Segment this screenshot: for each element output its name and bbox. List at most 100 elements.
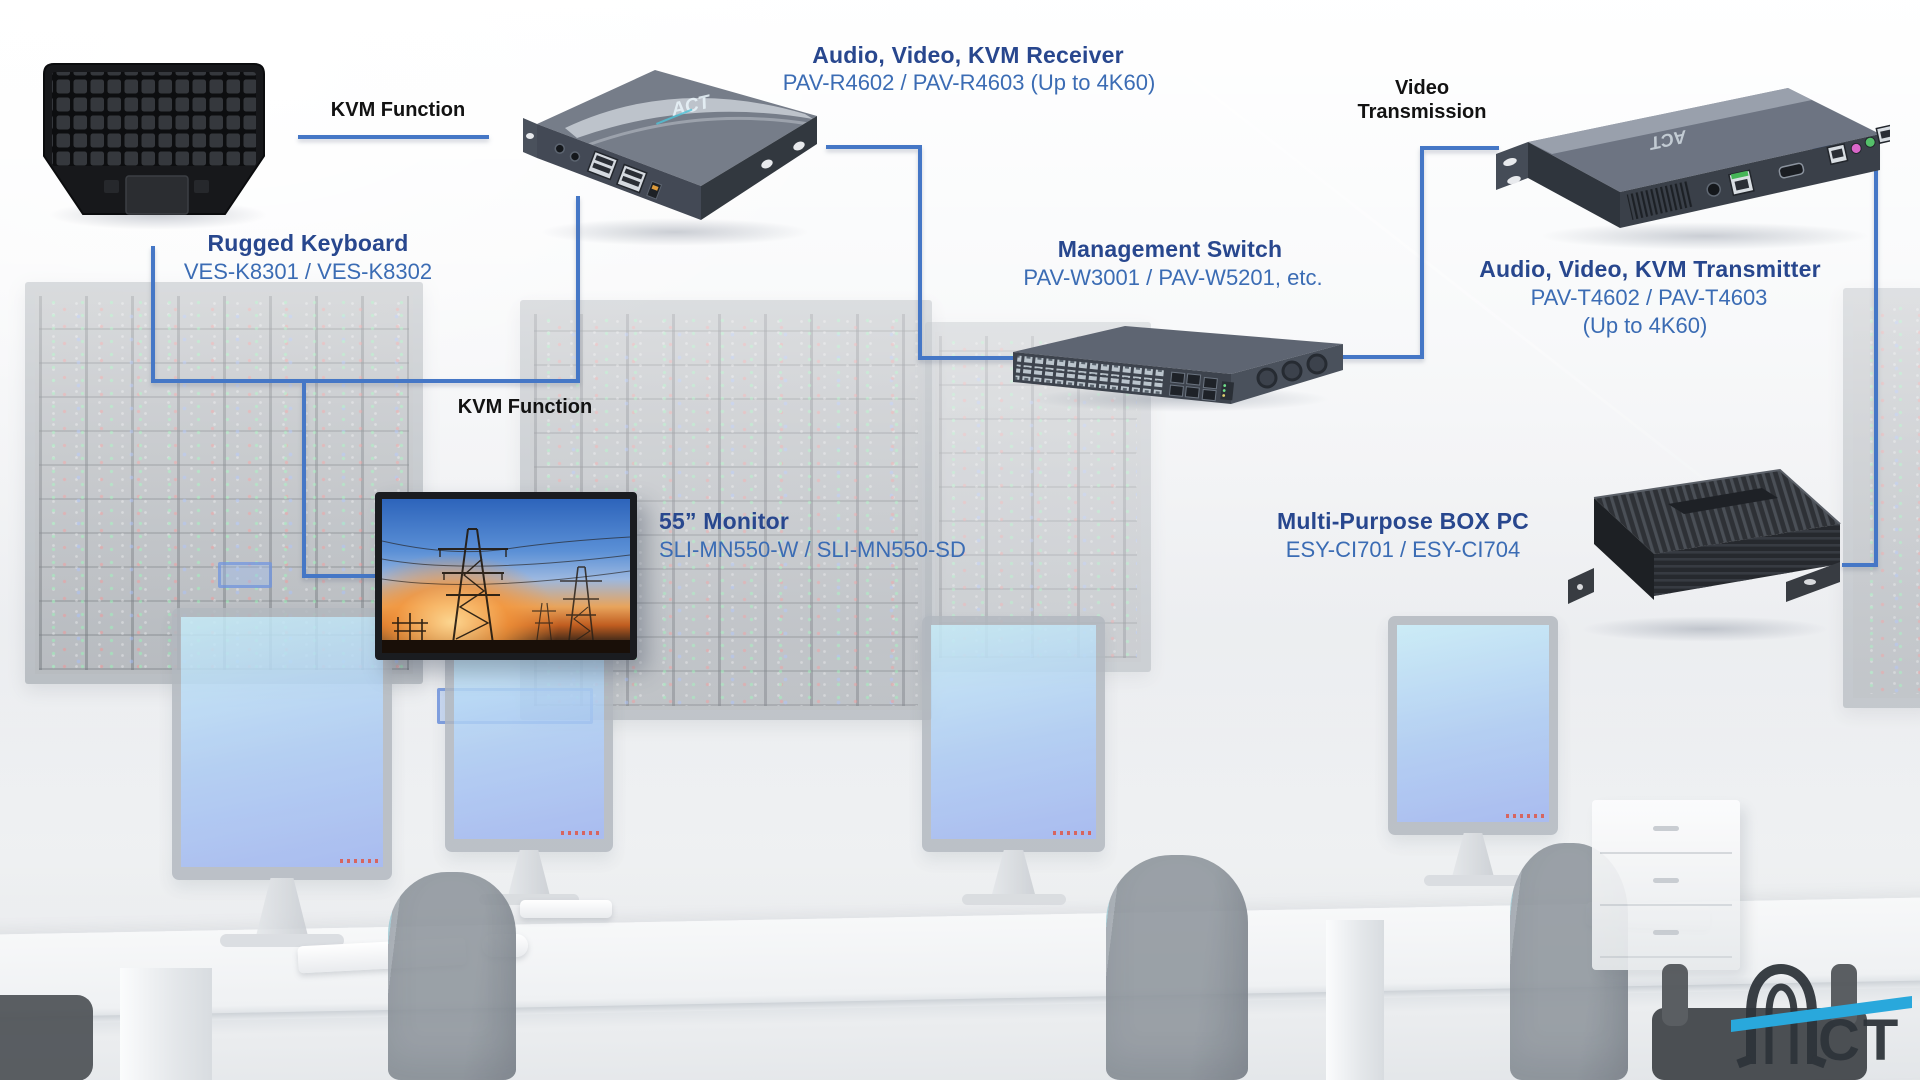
desk-monitor-1 <box>172 608 392 947</box>
trackpad-button-right <box>194 180 209 193</box>
desk-edge <box>0 979 1920 1025</box>
sfp-port <box>1186 373 1202 386</box>
kvm-receiver-title: Audio, Video, KVM Receiver <box>812 42 1124 68</box>
kvm-function-label-bottom: KVM Function <box>457 396 593 418</box>
kvm-transmitter-image: ACT <box>1496 88 1890 228</box>
ethernet-slot <box>1734 178 1750 191</box>
logo-arch-outer <box>1746 963 1817 1064</box>
ethernet-led-bar <box>1730 170 1749 180</box>
power-line <box>382 554 630 567</box>
monitor-55-image <box>375 492 637 660</box>
management-switch-models: PAV-W3001 / PAV-W5201, etc. <box>1023 265 1323 290</box>
screw-hole <box>1577 584 1583 590</box>
office-chair-dark <box>1652 964 1867 1080</box>
boxpc-front-fins <box>1654 524 1840 596</box>
usb-slot <box>621 175 641 187</box>
tower3 <box>532 602 556 648</box>
box-pc-models: ESY-CI701 / ESY-CI704 <box>1285 537 1521 562</box>
receiver-logo-swoosh <box>655 108 693 125</box>
switch-fan <box>1281 360 1303 382</box>
hdmi-port <box>1778 162 1805 179</box>
drawer <box>1600 910 1732 958</box>
audio-jack-green <box>1864 136 1876 148</box>
rj45-row-bottom <box>1015 368 1164 395</box>
desk-monitor-3 <box>922 616 1105 905</box>
power-line <box>382 536 630 553</box>
audio-jack <box>554 143 566 154</box>
monitor-led-row <box>561 831 599 835</box>
monitor-base <box>220 934 344 947</box>
office-chair-corner <box>0 995 93 1080</box>
drawer <box>1600 806 1732 854</box>
wall-display-edge <box>1843 288 1920 708</box>
led <box>1222 389 1226 392</box>
desk-monitor-screen <box>1388 616 1558 835</box>
sfp-ports <box>1168 371 1218 402</box>
usb-slot <box>1880 129 1890 139</box>
management-switch-image <box>1013 326 1343 404</box>
screw-slot <box>1804 579 1816 585</box>
receiver-swoosh <box>565 97 813 138</box>
drawer <box>1600 858 1732 906</box>
act-brand-logo: CT <box>1731 963 1912 1068</box>
power-line <box>382 570 630 585</box>
monitor-led-row <box>1053 831 1091 835</box>
monitor-55-title: 55” Monitor <box>659 508 789 534</box>
monitor-stand <box>256 878 308 936</box>
monitor-stand <box>508 850 550 896</box>
transmitter-shadow <box>1540 222 1870 250</box>
tower2-braces <box>571 606 591 644</box>
usb-gold-tongue <box>651 184 659 191</box>
monitor-led-row <box>340 859 378 863</box>
desk-leg <box>120 968 212 1080</box>
transmitter-top-band <box>1528 88 1812 154</box>
monitor-55-models: SLI-MN550-W / SLI-MN550-SD <box>659 537 966 562</box>
vent-grille <box>1626 181 1693 220</box>
kvm-transmitter-models-line1: PAV-T4602 / PAV-T4603 <box>1530 285 1768 310</box>
boxpc-top-fins <box>1594 470 1840 554</box>
box-pc-image <box>1568 468 1841 604</box>
switch-fan <box>1306 353 1328 375</box>
receiver-front-face <box>537 124 701 220</box>
boxpc-left-face <box>1594 498 1654 600</box>
wall-accent-window <box>218 562 272 588</box>
usb-port-stack <box>586 150 619 181</box>
power-towers <box>382 528 630 653</box>
desk-monitor-4 <box>1388 616 1558 886</box>
insulators <box>439 549 507 580</box>
monitor-stand <box>991 850 1036 896</box>
box-pc-title: Multi-Purpose BOX PC <box>1277 508 1529 534</box>
trackpad-button-left <box>104 180 119 193</box>
usb-slot <box>592 162 611 174</box>
kvm-transmitter-title: Audio, Video, KVM Transmitter <box>1479 256 1821 282</box>
screw-slot <box>1503 158 1517 166</box>
tower2-crossarms <box>560 580 602 616</box>
usb-slot <box>624 168 643 180</box>
rj45-row-top <box>1016 355 1165 382</box>
dc-jack <box>1706 182 1721 197</box>
transmitter-ports <box>1626 124 1890 220</box>
kvm-receiver-models: PAV-R4602 / PAV-R4603 (Up to 4K60) <box>782 70 1156 95</box>
office-chair-2 <box>1106 855 1248 1080</box>
led <box>1223 384 1227 387</box>
screw-slot <box>1507 176 1521 184</box>
kvm-transmitter-models-line2: (Up to 4K60) <box>1582 313 1708 338</box>
logo-blue-swoosh <box>1731 996 1912 1032</box>
led <box>1222 394 1226 397</box>
video-transmission-line1: Video <box>1394 77 1450 99</box>
receiver-shadow <box>540 218 810 246</box>
kvm-receiver-image: ACT <box>523 70 817 220</box>
usb-slot <box>595 155 614 167</box>
sfp-port <box>1201 388 1217 402</box>
ground <box>382 640 630 653</box>
desk-leg <box>1326 920 1384 1080</box>
kvm-function-label-top: KVM Function <box>330 99 466 121</box>
receiver-swoosh-line <box>584 116 810 148</box>
key-grid <box>52 72 256 166</box>
audio-jack-pink <box>1850 142 1862 154</box>
trackpad <box>125 175 189 215</box>
monitor-base <box>1424 875 1522 886</box>
rugged-keyboard-models: VES-K8301 / VES-K8302 <box>183 259 433 284</box>
desk-monitor-screen <box>172 608 392 880</box>
